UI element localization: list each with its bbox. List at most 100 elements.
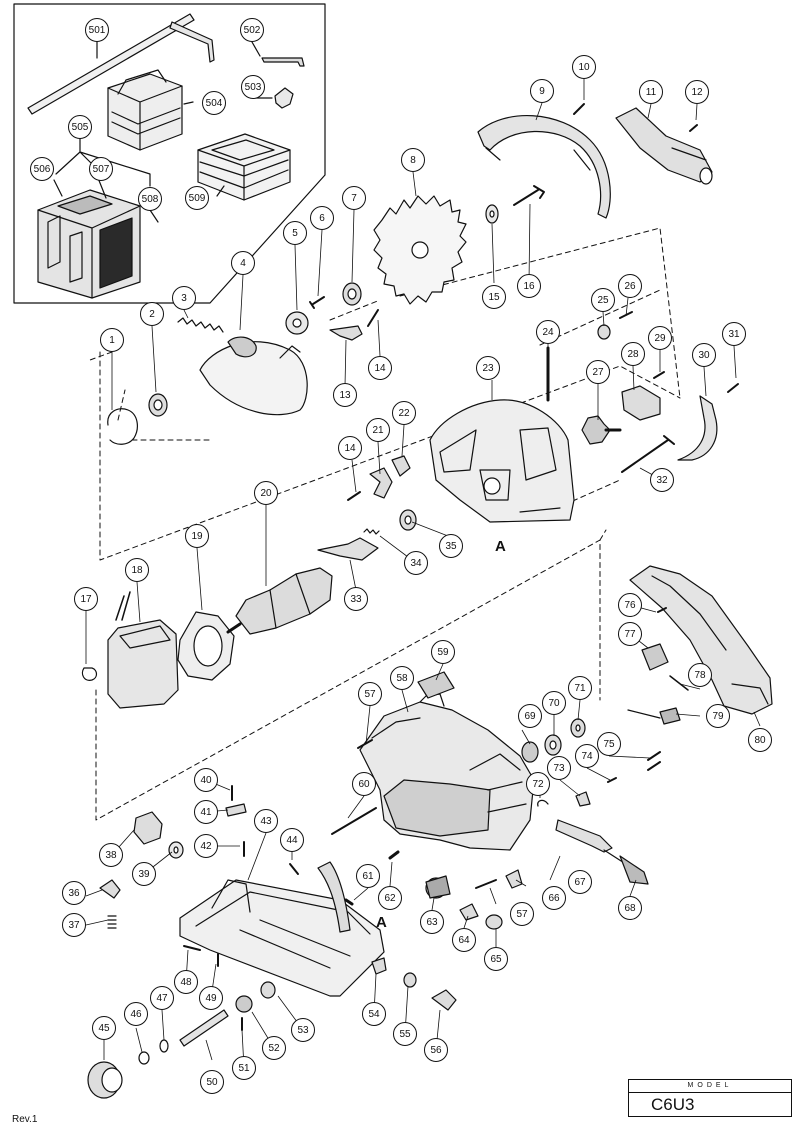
callout-24[interactable]: 24 (536, 320, 560, 344)
callout-30[interactable]: 30 (692, 343, 716, 367)
callout-11[interactable]: 11 (639, 80, 663, 104)
callout-46[interactable]: 46 (124, 1002, 148, 1026)
nut-62 (388, 850, 400, 860)
callout-1[interactable]: 1 (100, 328, 124, 352)
revision-label: Rev.1 (12, 1114, 38, 1125)
callout-27[interactable]: 27 (586, 360, 610, 384)
callout-20[interactable]: 20 (254, 481, 278, 505)
section-marker-a: A (495, 538, 506, 555)
callout-41[interactable]: 41 (194, 800, 218, 824)
callout-36[interactable]: 36 (62, 881, 86, 905)
callout-13[interactable]: 13 (333, 383, 357, 407)
callout-56[interactable]: 56 (424, 1038, 448, 1062)
callout-501[interactable]: 501 (85, 18, 109, 42)
callout-28[interactable]: 28 (621, 342, 645, 366)
model-name: C6U3 (651, 1095, 695, 1114)
brush-72 (537, 799, 549, 807)
callout-508[interactable]: 508 (138, 187, 162, 211)
callout-57[interactable]: 57 (510, 902, 534, 926)
callout-78[interactable]: 78 (688, 663, 712, 687)
callout-26[interactable]: 26 (618, 274, 642, 298)
callout-51[interactable]: 51 (232, 1056, 256, 1080)
guide-rod-50 (179, 1009, 229, 1047)
callout-57[interactable]: 57 (358, 682, 382, 706)
callout-16[interactable]: 16 (517, 274, 541, 298)
callout-505[interactable]: 505 (68, 115, 92, 139)
callout-48[interactable]: 48 (174, 970, 198, 994)
callout-58[interactable]: 58 (390, 666, 414, 690)
callout-43[interactable]: 43 (254, 809, 278, 833)
callout-18[interactable]: 18 (125, 558, 149, 582)
callout-8[interactable]: 8 (401, 148, 425, 172)
callout-49[interactable]: 49 (199, 986, 223, 1010)
callout-21[interactable]: 21 (366, 418, 390, 442)
callout-76[interactable]: 76 (618, 593, 642, 617)
callout-503[interactable]: 503 (241, 75, 265, 99)
callout-5[interactable]: 5 (283, 221, 307, 245)
dash-line-1 (99, 351, 311, 561)
callout-59[interactable]: 59 (431, 640, 455, 664)
callout-42[interactable]: 42 (194, 834, 218, 858)
callout-507[interactable]: 507 (89, 157, 113, 181)
callout-68[interactable]: 68 (618, 896, 642, 920)
callout-60[interactable]: 60 (352, 772, 376, 796)
callout-15[interactable]: 15 (482, 285, 506, 309)
callout-509[interactable]: 509 (185, 186, 209, 210)
callout-25[interactable]: 25 (591, 288, 615, 312)
callout-9[interactable]: 9 (530, 79, 554, 103)
callout-23[interactable]: 23 (476, 356, 500, 380)
callout-6[interactable]: 6 (310, 206, 334, 230)
callout-7[interactable]: 7 (342, 186, 366, 210)
callout-80[interactable]: 80 (748, 728, 772, 752)
callout-75[interactable]: 75 (597, 732, 621, 756)
callout-77[interactable]: 77 (618, 622, 642, 646)
callout-66[interactable]: 66 (542, 886, 566, 910)
callout-29[interactable]: 29 (648, 326, 672, 350)
callout-31[interactable]: 31 (722, 322, 746, 346)
callout-74[interactable]: 74 (575, 744, 599, 768)
callout-50[interactable]: 50 (200, 1070, 224, 1094)
callout-70[interactable]: 70 (542, 691, 566, 715)
callout-63[interactable]: 63 (420, 910, 444, 934)
callout-14[interactable]: 14 (368, 356, 392, 380)
callout-38[interactable]: 38 (99, 843, 123, 867)
callout-72[interactable]: 72 (526, 772, 550, 796)
callout-34[interactable]: 34 (404, 551, 428, 575)
callout-39[interactable]: 39 (132, 862, 156, 886)
callout-32[interactable]: 32 (650, 468, 674, 492)
callout-61[interactable]: 61 (356, 864, 380, 888)
callout-55[interactable]: 55 (393, 1022, 417, 1046)
callout-3[interactable]: 3 (172, 286, 196, 310)
callout-504[interactable]: 504 (202, 91, 226, 115)
callout-17[interactable]: 17 (74, 587, 98, 611)
callout-35[interactable]: 35 (439, 534, 463, 558)
callout-10[interactable]: 10 (572, 55, 596, 79)
callout-14[interactable]: 14 (338, 436, 362, 460)
callout-73[interactable]: 73 (547, 756, 571, 780)
callout-64[interactable]: 64 (452, 928, 476, 952)
bush-52 (235, 995, 253, 1013)
callout-54[interactable]: 54 (362, 1002, 386, 1026)
callout-79[interactable]: 79 (706, 704, 730, 728)
callout-19[interactable]: 19 (185, 524, 209, 548)
callout-53[interactable]: 53 (291, 1018, 315, 1042)
callout-12[interactable]: 12 (685, 80, 709, 104)
callout-47[interactable]: 47 (150, 986, 174, 1010)
callout-4[interactable]: 4 (231, 251, 255, 275)
callout-37[interactable]: 37 (62, 913, 86, 937)
callout-33[interactable]: 33 (344, 587, 368, 611)
callout-67[interactable]: 67 (568, 870, 592, 894)
callout-65[interactable]: 65 (484, 947, 508, 971)
callout-502[interactable]: 502 (240, 18, 264, 42)
callout-45[interactable]: 45 (92, 1016, 116, 1040)
callout-506[interactable]: 506 (30, 157, 54, 181)
callout-52[interactable]: 52 (262, 1036, 286, 1060)
washer-15 (485, 204, 499, 224)
callout-22[interactable]: 22 (392, 401, 416, 425)
callout-2[interactable]: 2 (140, 302, 164, 326)
callout-69[interactable]: 69 (518, 704, 542, 728)
callout-40[interactable]: 40 (194, 768, 218, 792)
callout-62[interactable]: 62 (378, 886, 402, 910)
callout-44[interactable]: 44 (280, 828, 304, 852)
callout-71[interactable]: 71 (568, 676, 592, 700)
